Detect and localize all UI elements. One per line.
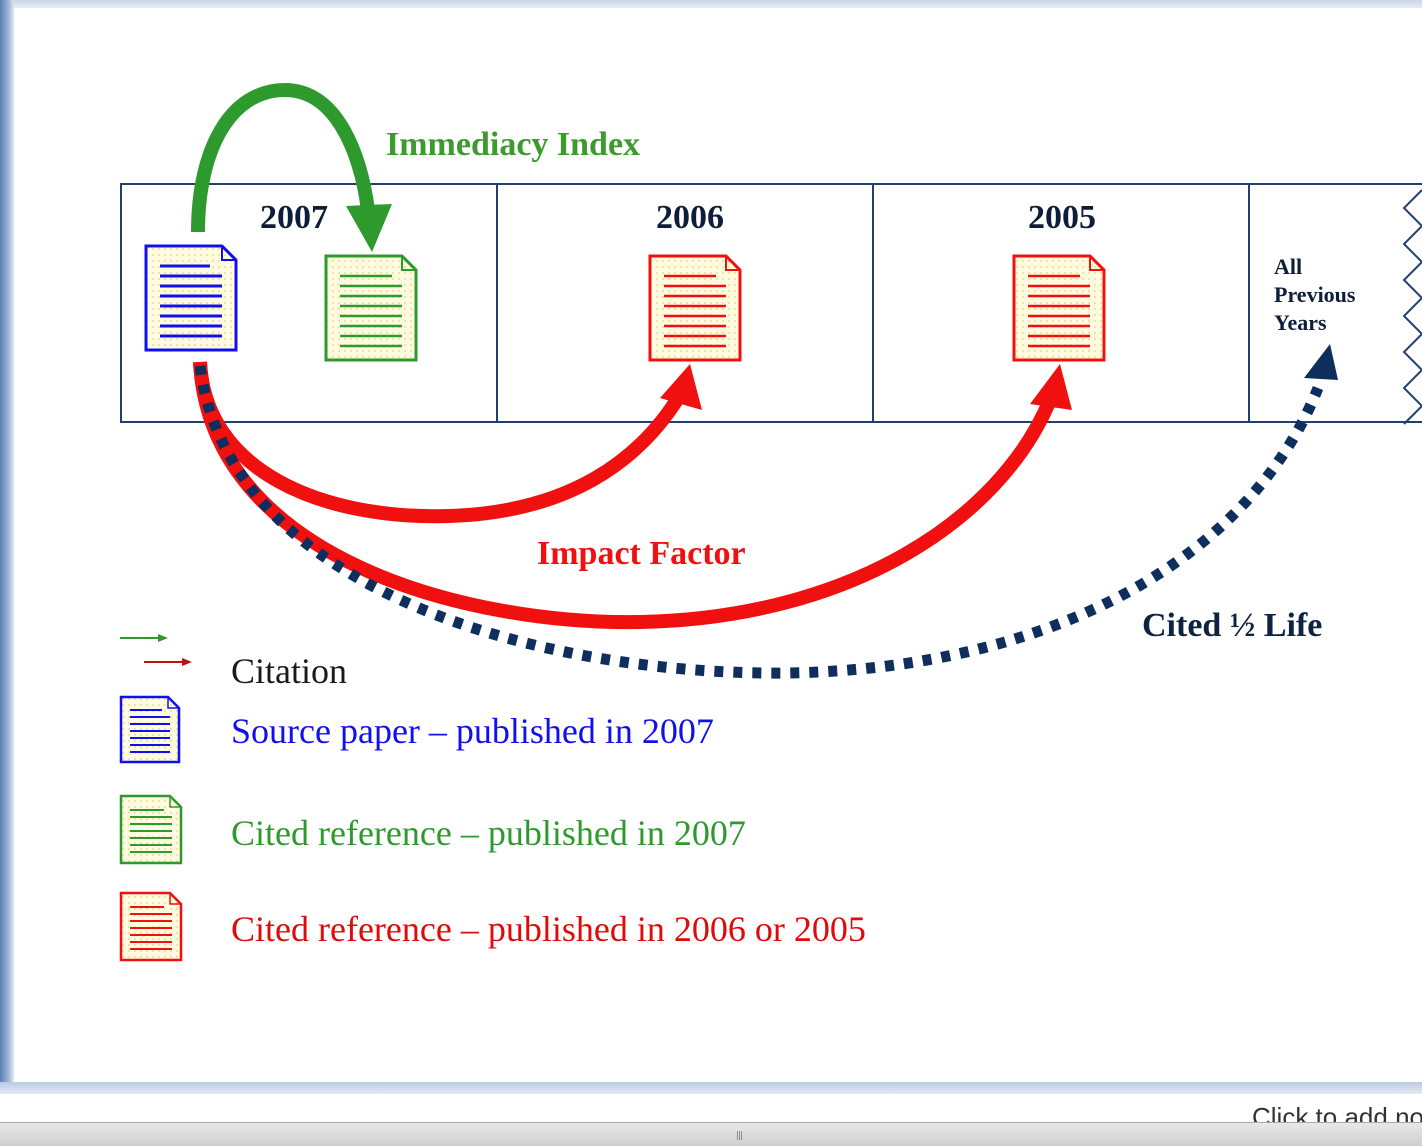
legend-source-paper-icon [119,695,181,764]
window-left-border [0,0,14,1082]
source-paper-icon [144,244,238,352]
legend: Citation Source paper – published in 200… [119,634,866,962]
legend-cited-older-label: Cited reference – published in 2006 or 2… [231,909,866,949]
year-header-2005: 2005 [1028,199,1096,236]
year-header-2007: 2007 [260,199,328,236]
citation-arrow-red-icon [144,658,192,666]
citation-arrow-green-icon [120,634,168,642]
cited-2005-icon [1012,254,1106,362]
immediacy-index-arrow [191,82,392,252]
pane-splitter[interactable] [0,1082,1422,1094]
immediacy-index-label: Immediacy Index [386,126,640,163]
window-top-border [0,0,1422,8]
all-previous-years-label: All Previous Years [1274,254,1356,335]
all-previous-years-line-3: Years [1274,310,1327,335]
status-bar: ||| [0,1122,1422,1146]
notes-pane[interactable]: Click to add notes [0,1094,1422,1122]
cited-2007-icon [324,254,418,362]
year-header-2006: 2006 [656,199,724,236]
cited-half-life-label: Cited ½ Life [1142,607,1322,644]
legend-source-paper-label: Source paper – published in 2007 [231,711,714,751]
legend-cited-2007-icon [119,794,183,865]
clipped-shape-edge [1402,189,1422,425]
citation-metrics-diagram: 2007 2006 2005 All Previous Years [119,82,1422,962]
legend-cited-older-icon [119,891,183,962]
cited-half-life-arrow [194,344,1338,679]
notes-placeholder[interactable]: Click to add notes [1252,1102,1422,1122]
impact-factor-arrow-2006 [193,361,702,524]
all-previous-years-line-1: All [1274,254,1302,279]
legend-citation-label: Citation [231,651,347,691]
impact-factor-label: Impact Factor [537,535,746,572]
cited-2006-icon [648,254,742,362]
all-previous-years-line-2: Previous [1274,282,1356,307]
legend-cited-2007-label: Cited reference – published in 2007 [231,813,746,853]
splitter-grip-icon[interactable]: ||| [736,1131,743,1141]
